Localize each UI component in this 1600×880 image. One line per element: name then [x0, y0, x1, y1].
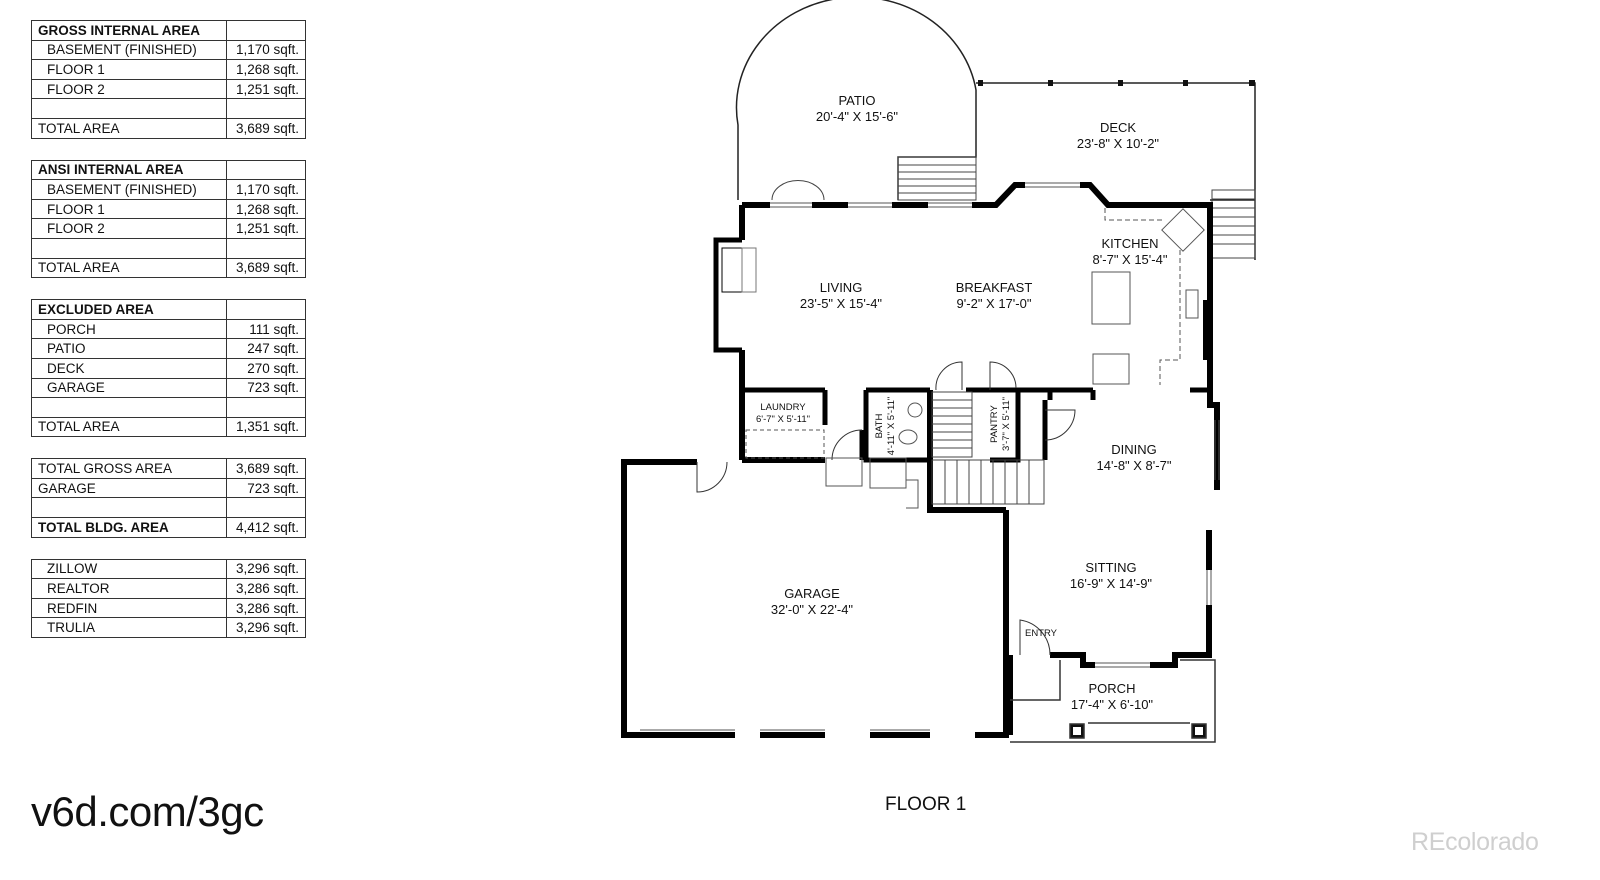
room-deck-name: DECK	[1100, 120, 1136, 135]
area-value: 3,296 sqft.	[226, 558, 306, 580]
area-table-row: GROSS INTERNAL AREA	[31, 20, 306, 41]
room-dining-dims: 14'-8" X 8'-7"	[1097, 458, 1172, 473]
patio-outline	[735, 0, 977, 200]
room-pantry-dims: 3'-7" X 5'-11"	[1001, 397, 1012, 451]
area-label: TRULIA	[31, 617, 227, 639]
brand-watermark: REcolorado	[1411, 828, 1539, 856]
windows	[640, 182, 1220, 731]
room-entry-name: ENTRY	[1025, 628, 1058, 639]
bay-window	[771, 180, 825, 201]
room-kitchen-dims: 8'-7" X 15'-4"	[1093, 252, 1168, 267]
patio-steps	[897, 156, 977, 201]
room-porch-dims: 17'-4" X 6'-10"	[1071, 697, 1154, 712]
area-value: 1,351 sqft.	[226, 416, 306, 438]
area-label: TOTAL AREA	[31, 257, 227, 279]
area-value: 3,689 sqft.	[226, 458, 306, 479]
room-garage-name: GARAGE	[784, 586, 840, 601]
deck-outline	[976, 82, 1256, 260]
room-breakfast-dims: 9'-2" X 17'-0"	[957, 296, 1032, 311]
room-garage-dims: 32'-0" X 22'-4"	[771, 602, 854, 617]
room-bath-dims: 4'-11" X 5'-11"	[886, 397, 897, 456]
kitchen-fixtures	[1091, 208, 1205, 385]
room-living-dims: 23'-5" X 15'-4"	[800, 296, 883, 311]
room-kitchen-name: KITCHEN	[1101, 236, 1158, 251]
room-breakfast-name: BREAKFAST	[956, 280, 1033, 295]
porch-outline	[1010, 659, 1216, 743]
room-laundry-name: LAUNDRY	[760, 402, 806, 413]
area-label: ANSI INTERNAL AREA	[31, 159, 227, 181]
area-value: 247 sqft.	[226, 338, 306, 359]
room-sitting-dims: 16'-9" X 14'-9"	[1070, 576, 1153, 591]
exterior-walls	[621, 182, 1220, 738]
deck-stairs	[1211, 189, 1256, 259]
room-porch-name: PORCH	[1089, 681, 1136, 696]
room-living-name: LIVING	[820, 280, 863, 295]
room-patio-name: PATIO	[838, 93, 875, 108]
tour-url: v6d.com/3gc	[31, 788, 264, 835]
area-value: 3,689 sqft.	[226, 117, 306, 139]
area-value: 3,689 sqft.	[226, 257, 306, 279]
area-label: PORCH	[31, 318, 227, 340]
bath-laundry-fixtures	[745, 402, 923, 509]
door-swings	[696, 361, 1076, 656]
area-value: 4,412 sqft.	[226, 517, 306, 538]
area-value: 1,251 sqft.	[226, 78, 306, 100]
area-value: 1,268 sqft.	[226, 59, 306, 80]
interior-stairs	[931, 391, 1045, 505]
floor-caption: FLOOR 1	[885, 794, 967, 815]
room-laundry-dims: 6'-7" X 5'-11"	[756, 414, 810, 425]
room-deck-dims: 23'-8" X 10'-2"	[1077, 136, 1160, 151]
deck-posts	[978, 80, 1255, 86]
room-sitting-name: SITTING	[1085, 560, 1136, 575]
area-table-row: ANSI INTERNAL AREA	[31, 159, 306, 181]
room-pantry-name: PANTRY	[989, 405, 1000, 443]
area-value: 1,268 sqft.	[226, 198, 306, 220]
room-bath-name: BATH	[874, 414, 885, 439]
area-label: TOTAL AREA	[31, 416, 227, 438]
room-dining-name: DINING	[1111, 442, 1157, 457]
area-table-row: BASEMENT (FINISHED)1,170 sqft.	[31, 39, 306, 61]
area-label: TOTAL AREA	[31, 117, 227, 139]
fireplace	[713, 237, 757, 353]
area-value: 723 sqft.	[226, 477, 306, 499]
area-value: 3,296 sqft.	[226, 617, 306, 639]
room-patio-dims: 20'-4" X 15'-6"	[816, 109, 899, 124]
